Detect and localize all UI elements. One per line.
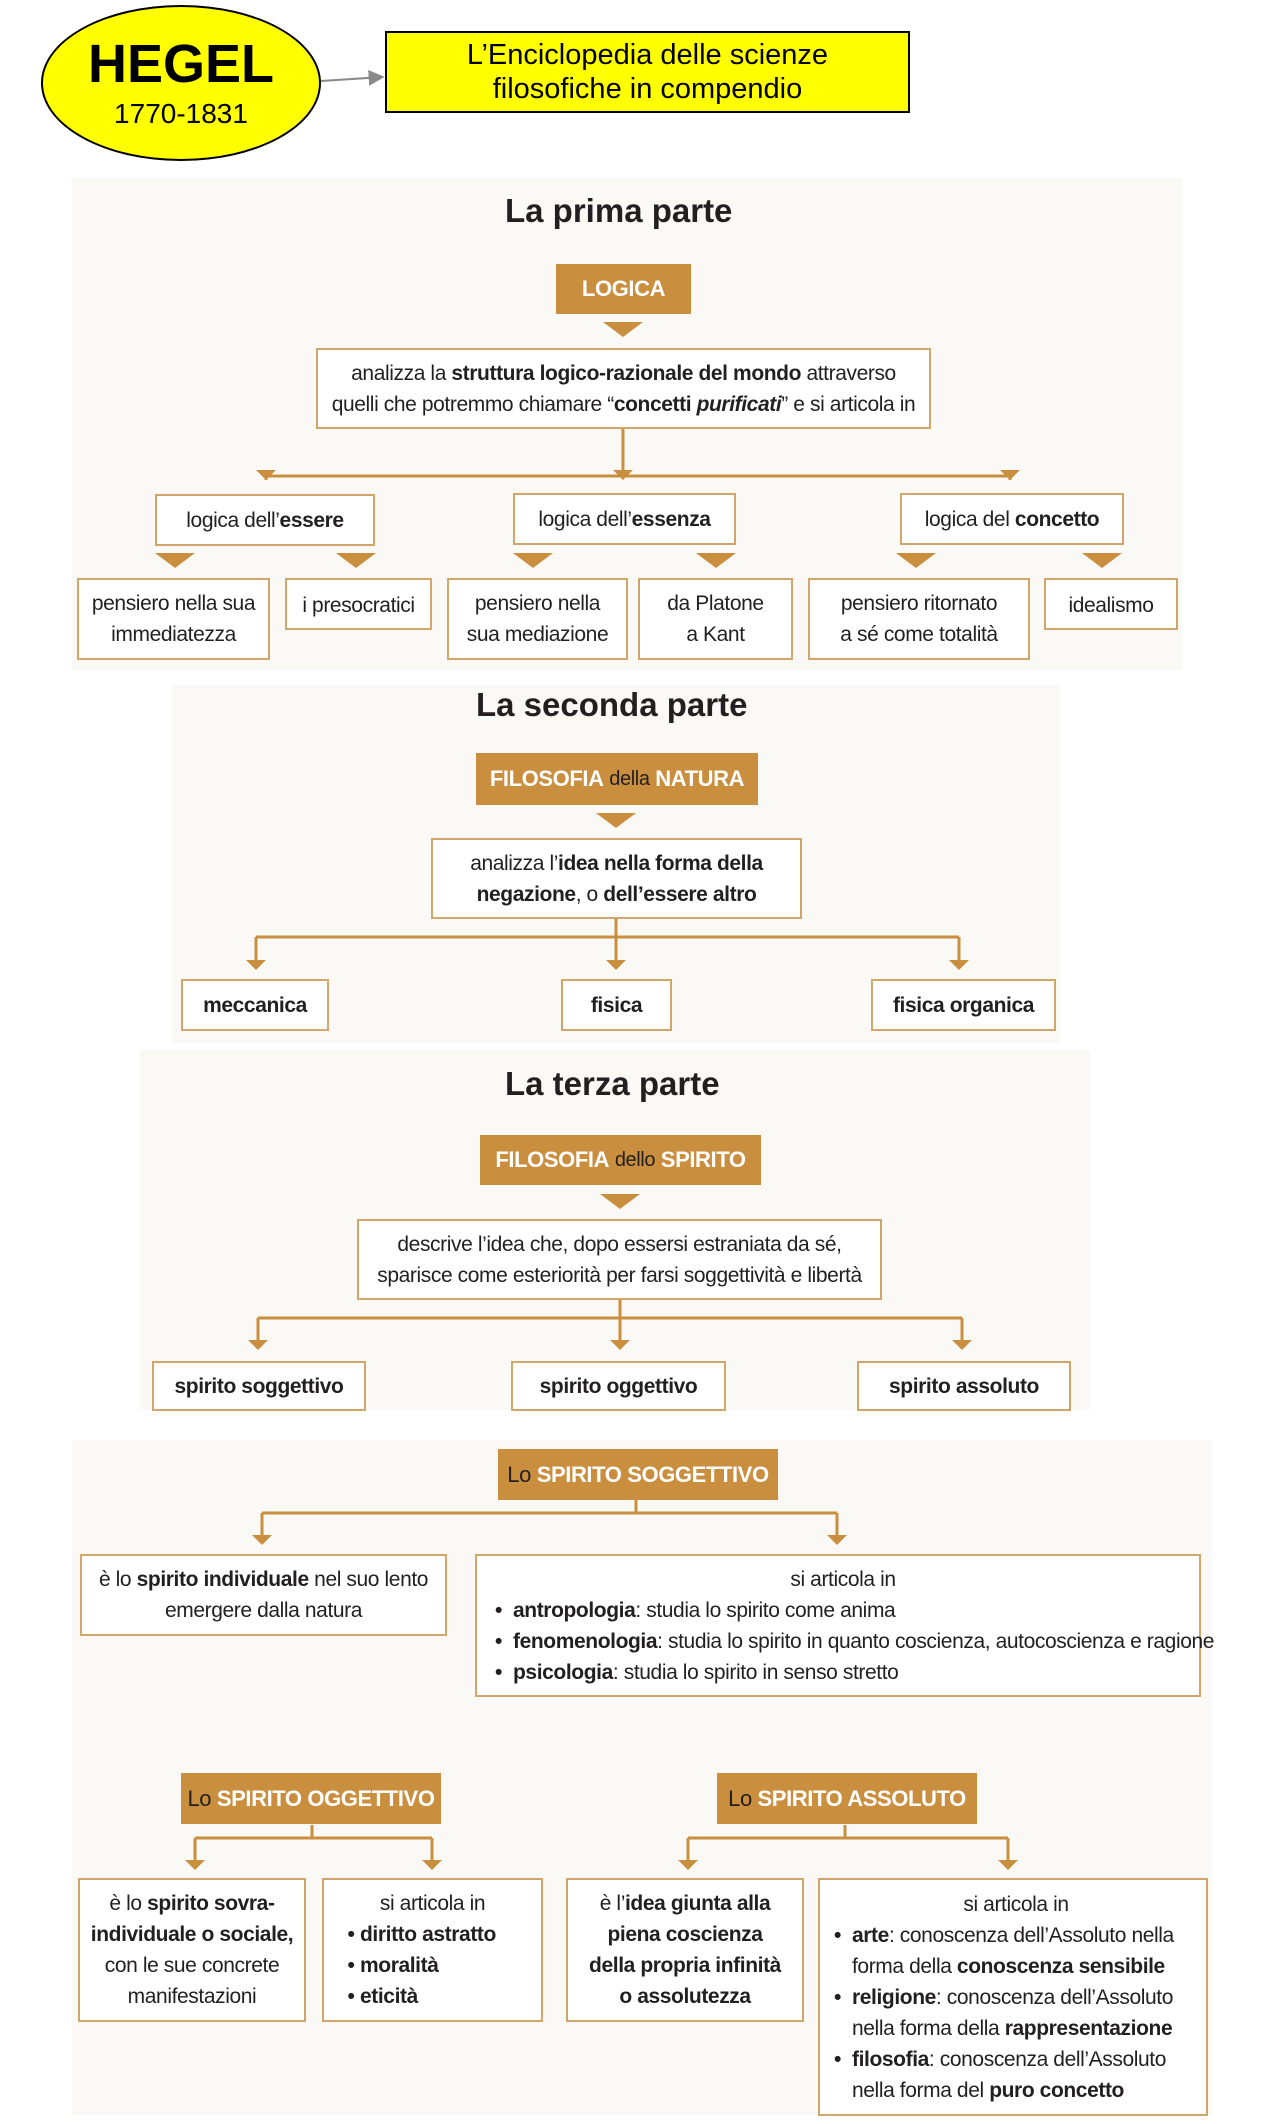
branch-spirito-soggettivo: spirito soggettivo	[152, 1361, 366, 1411]
item-filosofia: •filosofia: conoscenza dell’Assoluto	[834, 2047, 1166, 2071]
part3-title: La terza parte	[505, 1065, 720, 1102]
leaf-platone-kant: da Platone a Kant	[638, 578, 793, 660]
logica-essere: logica dell’essere	[155, 494, 375, 546]
logica-essenza: logica dell’essenza	[513, 493, 736, 545]
oggettivo-header: Lo SPIRITO OGGETTIVO	[181, 1773, 441, 1824]
branch-spirito-assoluto: spirito assoluto	[857, 1361, 1071, 1411]
assoluto-articolazione: si articola in •arte: conoscenza dell’As…	[818, 1878, 1208, 2116]
oggettivo-definition: è lo spirito sovra- individuale o social…	[78, 1878, 306, 2022]
branch-fisica: fisica	[561, 979, 672, 1031]
logica-description: analizza la struttura logico-razionale d…	[316, 348, 931, 429]
leaf-pensiero-mediazione: pensiero nella sua mediazione	[447, 578, 628, 660]
work-title-line2: filosofiche in compendio	[492, 73, 803, 105]
leaf-idealismo: idealismo	[1044, 578, 1178, 630]
logica-header: LOGICA	[556, 264, 691, 314]
work-title-line1: L’Enciclopedia delle scienze	[466, 39, 829, 71]
logica-concetto: logica del concetto	[900, 493, 1124, 545]
branch-spirito-oggettivo: spirito oggettivo	[511, 1361, 726, 1411]
natura-description: analizza l’idea nella forma della negazi…	[431, 838, 802, 919]
assoluto-header: Lo SPIRITO ASSOLUTO	[717, 1773, 977, 1824]
author-name: HEGEL	[87, 34, 275, 94]
natura-header: FILOSOFIA della NATURA	[476, 753, 758, 805]
work-title-box: L’Enciclopedia delle scienze filosofiche…	[385, 31, 910, 113]
branch-meccanica: meccanica	[181, 979, 329, 1031]
part1-title: La prima parte	[505, 192, 733, 229]
soggettivo-articolazione: si articola in •antropologia: studia lo …	[475, 1554, 1214, 1697]
item-moralita: •moralità	[347, 1954, 439, 1977]
oggettivo-articolazione: si articola in •diritto astratto •morali…	[322, 1878, 543, 2022]
item-diritto-astratto: •diritto astratto	[347, 1923, 497, 1946]
spirito-header: FILOSOFIA dello SPIRITO	[480, 1135, 761, 1185]
title-arrow	[320, 69, 385, 86]
assoluto-definition: è l’idea giunta alla piena coscienza del…	[566, 1878, 804, 2022]
item-fenomenologia: •fenomenologia: studia lo spirito in qua…	[495, 1629, 1215, 1653]
item-religione: •religione: conoscenza dell’Assoluto	[834, 1985, 1174, 2009]
soggettivo-definition: è lo spirito individuale nel suo lento e…	[80, 1554, 447, 1636]
part2-title: La seconda parte	[476, 686, 748, 723]
arrow-logica	[603, 322, 643, 337]
item-psicologia: •psicologia: studia lo spirito in senso …	[495, 1660, 899, 1684]
branch-fisica-organica: fisica organica	[871, 979, 1056, 1031]
spirito-description: descrive l’idea che, dopo essersi estran…	[357, 1219, 882, 1300]
item-eticita: •eticità	[347, 1985, 419, 2008]
leaf-presocratici: i presocratici	[285, 578, 432, 630]
leaf-pensiero-totalita: pensiero ritornato a sé come totalità	[808, 578, 1030, 660]
item-antropologia: •antropologia: studia lo spirito come an…	[495, 1598, 896, 1622]
soggettivo-header: Lo SPIRITO SOGGETTIVO	[498, 1449, 778, 1500]
author-ellipse: HEGEL 1770-1831	[41, 5, 321, 161]
leaf-pensiero-immediatezza: pensiero nella sua immediatezza	[77, 578, 270, 660]
item-arte: •arte: conoscenza dell’Assoluto nella	[834, 1923, 1174, 1947]
author-dates: 1770-1831	[114, 98, 248, 129]
